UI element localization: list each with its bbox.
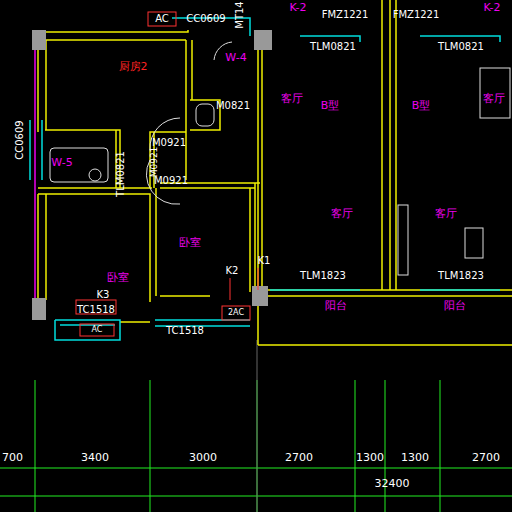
plan-label: 客厅 bbox=[435, 208, 457, 219]
plan-label: B型 bbox=[412, 100, 431, 111]
plan-label: MT14 bbox=[235, 1, 245, 28]
plan-label: M0921 bbox=[152, 138, 186, 148]
plan-label: K-2 bbox=[289, 1, 306, 12]
plan-label: CC0609 bbox=[15, 120, 25, 159]
plan-label: 2AC bbox=[228, 309, 244, 317]
plan-label: CC0609 bbox=[186, 14, 225, 24]
columns bbox=[32, 30, 272, 320]
plan-label: M0921 bbox=[154, 176, 188, 186]
plan-label: K1 bbox=[258, 256, 271, 266]
plan-label: W-4 bbox=[225, 52, 246, 63]
plan-label: AC bbox=[155, 14, 169, 24]
plan-label: TLM0821 bbox=[116, 151, 126, 197]
walls bbox=[38, 0, 512, 345]
plan-label: 3400 bbox=[81, 452, 109, 463]
plan-label: 客厅 bbox=[281, 93, 303, 104]
plan-label: 卧室 bbox=[107, 272, 129, 283]
plan-label: M0921 bbox=[150, 147, 159, 178]
plan-label: 卧室 bbox=[179, 237, 201, 248]
plan-label: 3000 bbox=[189, 452, 217, 463]
plan-label: FMZ1221 bbox=[322, 10, 369, 20]
ac-boxes bbox=[76, 12, 258, 336]
plan-label: K-2 bbox=[483, 1, 500, 12]
plan-label: 2700 bbox=[472, 452, 500, 463]
plan-label: K2 bbox=[226, 266, 239, 276]
plan-label: 2700 bbox=[285, 452, 313, 463]
plan-label: 客厅 bbox=[483, 93, 505, 104]
plan-label: 1300 bbox=[401, 452, 429, 463]
plan-label: B型 bbox=[321, 100, 340, 111]
plan-label: TLM0821 bbox=[310, 42, 356, 52]
plan-label: 厨房2 bbox=[119, 61, 148, 72]
plan-label: 客厅 bbox=[331, 208, 353, 219]
plan-label: 1300 bbox=[356, 452, 384, 463]
plan-label: 700 bbox=[2, 452, 23, 463]
plan-label: K3 bbox=[97, 290, 110, 300]
plan-label: 阳台 bbox=[444, 300, 466, 311]
plan-label: FMZ1221 bbox=[393, 10, 440, 20]
fixtures bbox=[50, 42, 510, 275]
grid-lines bbox=[0, 380, 512, 512]
plan-label: TLM0821 bbox=[438, 42, 484, 52]
plan-label: TLM1823 bbox=[438, 271, 484, 281]
plan-label: W-5 bbox=[51, 157, 72, 168]
plan-label: M0821 bbox=[216, 101, 250, 111]
plan-label: TC1518 bbox=[77, 305, 115, 315]
plan-label: 32400 bbox=[375, 478, 410, 489]
plan-label: TLM1823 bbox=[300, 271, 346, 281]
plan-label: AC bbox=[92, 326, 103, 334]
plan-label: 阳台 bbox=[325, 300, 347, 311]
windows bbox=[30, 18, 500, 340]
plan-label: TC1518 bbox=[166, 326, 204, 336]
